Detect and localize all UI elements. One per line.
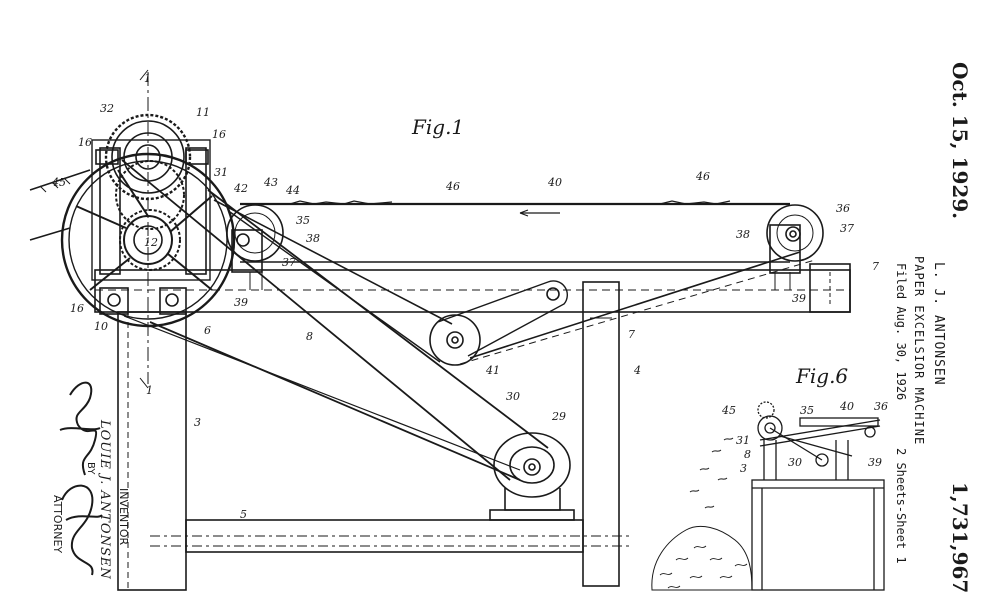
ref: 40 bbox=[839, 400, 854, 413]
ref: 45 bbox=[51, 176, 66, 189]
drive-belt-a bbox=[121, 159, 511, 481]
ref: 38 bbox=[306, 232, 320, 245]
drive-belt-b bbox=[149, 321, 521, 481]
ref: 39 bbox=[868, 456, 882, 469]
ref: 29 bbox=[551, 410, 566, 423]
frame-leg-right bbox=[582, 281, 620, 587]
ref: 42 bbox=[233, 182, 248, 195]
ref: 41 bbox=[485, 364, 500, 377]
ref: 35 bbox=[296, 214, 310, 227]
fig1-label: Fig.1 bbox=[412, 115, 465, 139]
ref: 36 bbox=[836, 202, 850, 215]
ref: 4 bbox=[633, 364, 641, 377]
ref: 31 bbox=[214, 166, 228, 179]
fig6-label: Fig.6 bbox=[796, 364, 849, 388]
conveyor-belt bbox=[213, 199, 453, 325]
ref: 6 bbox=[204, 324, 211, 337]
ref: 39 bbox=[792, 292, 806, 305]
ref: 16 bbox=[78, 136, 92, 149]
pulley-41 bbox=[429, 314, 481, 366]
ref: 44 bbox=[285, 184, 300, 197]
ref: 8 bbox=[306, 330, 313, 343]
ref: 45 bbox=[721, 404, 736, 417]
roller-right bbox=[766, 204, 824, 262]
ref: 30 bbox=[788, 456, 802, 469]
frame-leg-left bbox=[117, 311, 187, 591]
ref: 7 bbox=[628, 328, 635, 341]
ref: 7 bbox=[872, 260, 879, 273]
ref: 16 bbox=[212, 128, 226, 141]
ref: 37 bbox=[282, 256, 296, 269]
ref: 3 bbox=[194, 416, 201, 429]
ref: 36 bbox=[874, 400, 888, 413]
fig1-reference-numerals: 1 32 11 16 16 45 31 42 43 44 46 40 46 36… bbox=[51, 72, 879, 521]
ref: 35 bbox=[800, 404, 814, 417]
ref: 11 bbox=[196, 106, 210, 119]
ref: 31 bbox=[736, 434, 750, 447]
ref: 40 bbox=[547, 176, 562, 189]
ref: 46 bbox=[695, 170, 710, 183]
ref: 43 bbox=[263, 176, 278, 189]
fig6-drawing bbox=[651, 401, 885, 591]
ref: 39 bbox=[234, 296, 248, 309]
attorney-signature bbox=[59, 381, 103, 576]
ref: 1 bbox=[146, 384, 153, 397]
ref: 8 bbox=[744, 448, 751, 461]
ref: 3 bbox=[740, 462, 747, 475]
ref: 46 bbox=[445, 180, 460, 193]
motor-pulley bbox=[489, 432, 575, 521]
ref: 16 bbox=[70, 302, 84, 315]
ref: 12 bbox=[144, 236, 158, 249]
gear-housing bbox=[91, 139, 211, 281]
ref: 37 bbox=[840, 222, 854, 235]
ref: 10 bbox=[94, 320, 108, 333]
ref: 30 bbox=[506, 390, 520, 403]
ref: 5 bbox=[240, 508, 247, 521]
flywheel bbox=[60, 152, 236, 328]
ref: 1 bbox=[144, 72, 151, 85]
ref: 38 bbox=[736, 228, 750, 241]
ref: 32 bbox=[100, 102, 114, 115]
fig6-reference-numerals: 45 35 40 36 31 8 30 3 39 bbox=[721, 400, 888, 475]
